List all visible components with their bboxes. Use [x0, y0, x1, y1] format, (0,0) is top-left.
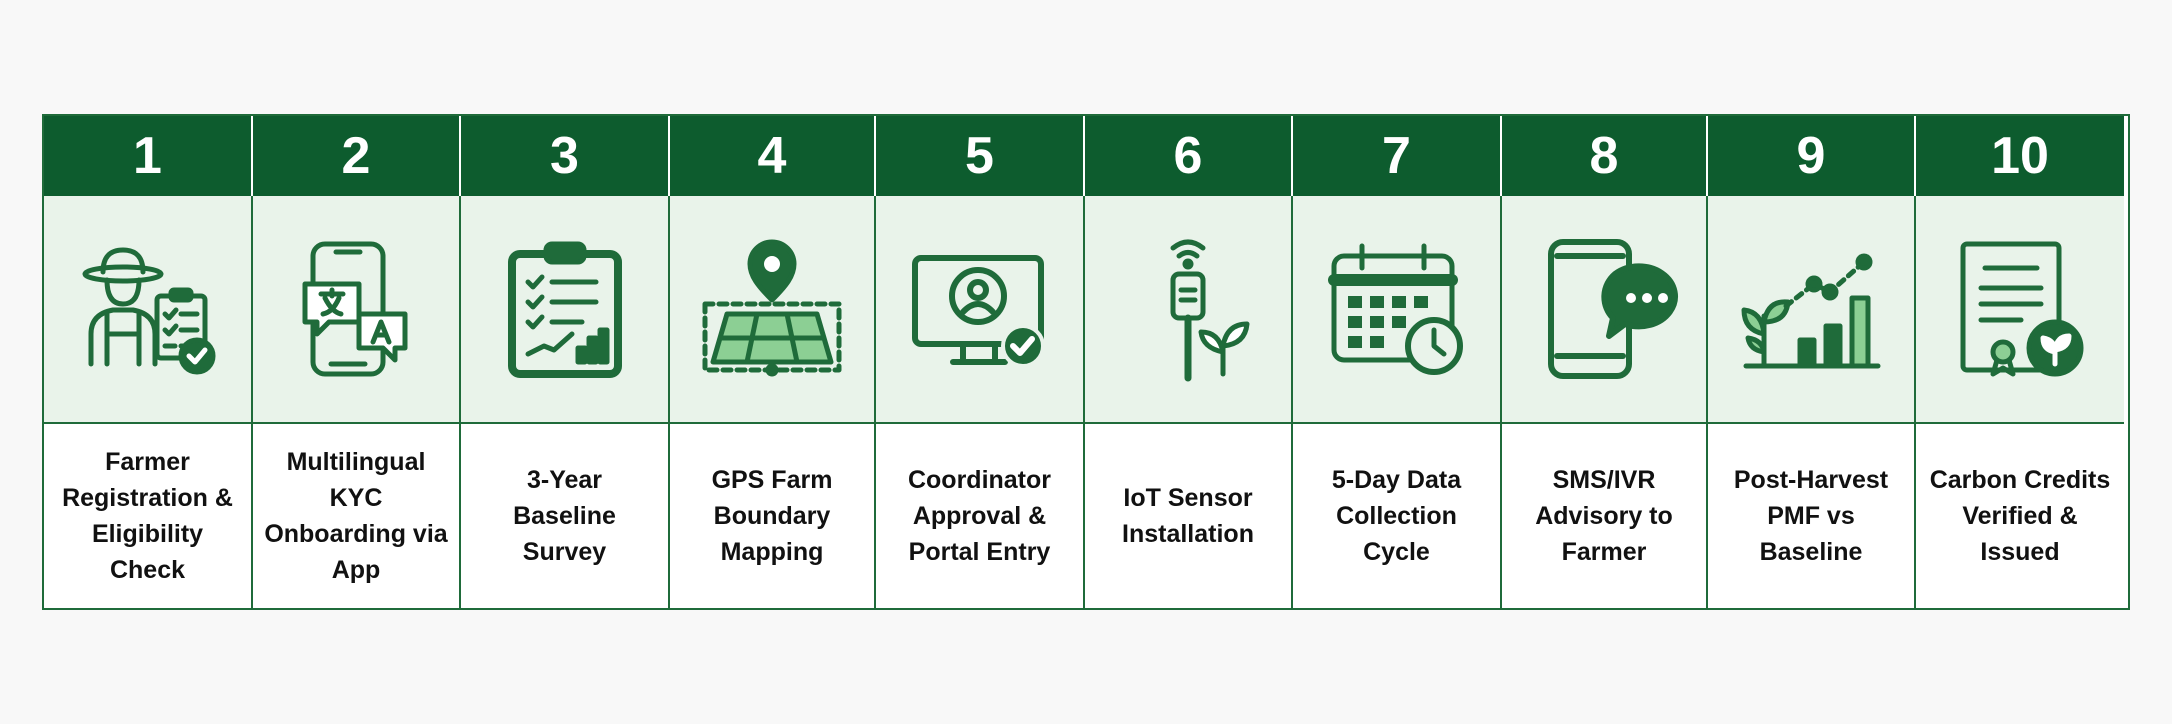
step-label-cell-5: Coordinator Approval & Portal Entry — [876, 424, 1085, 608]
step-number-4: 4 — [670, 116, 876, 196]
step-number-7: 7 — [1293, 116, 1502, 196]
step-label-cell-3: 3-Year Baseline Survey — [461, 424, 670, 608]
step-icon-cell-1 — [44, 196, 253, 424]
step-label-9: Post-Harvest PMF vs Baseline — [1733, 466, 1889, 566]
step-number-5: 5 — [876, 116, 1085, 196]
step-label-cell-1: Farmer Registration & Eligibility Check — [44, 424, 253, 608]
growth-chart-icon — [1741, 253, 1881, 369]
step-label-cell-4: GPS Farm Boundary Mapping — [670, 424, 876, 608]
gps-field-map-icon — [702, 239, 842, 377]
step-icon-cell-3 — [461, 196, 670, 424]
calendar-clock-icon — [1327, 243, 1463, 375]
step-label-10: Carbon Credits Verified & Issued — [1929, 466, 2111, 566]
certificate-badge-icon — [1960, 241, 2084, 377]
step-icon-cell-2 — [253, 196, 461, 424]
step-icon-cell-4 — [670, 196, 876, 424]
step-number-3: 3 — [461, 116, 670, 196]
step-icon-cell-6 — [1085, 196, 1293, 424]
iot-sensor-icon — [1170, 239, 1250, 382]
phone-translation-icon — [302, 241, 408, 377]
step-label-2: Multilingual KYC Onboarding via App — [264, 448, 448, 584]
step-icon-cell-5 — [876, 196, 1085, 424]
step-label-cell-7: 5-Day Data Collection Cycle — [1293, 424, 1502, 608]
step-number-10: 10 — [1916, 116, 2124, 196]
step-label-3: 3-Year Baseline Survey — [513, 466, 616, 566]
step-number-8: 8 — [1502, 116, 1708, 196]
step-icon-cell-7 — [1293, 196, 1502, 424]
step-label-1: Farmer Registration & Eligibility Check — [62, 448, 233, 584]
step-icon-cell-8 — [1502, 196, 1708, 424]
step-label-4: GPS Farm Boundary Mapping — [711, 466, 833, 566]
clipboard-survey-icon — [507, 241, 622, 378]
step-number-6: 6 — [1085, 116, 1293, 196]
step-label-5: Coordinator Approval & Portal Entry — [907, 466, 1052, 566]
step-number-9: 9 — [1708, 116, 1916, 196]
step-label-cell-10: Carbon Credits Verified & Issued — [1916, 424, 2124, 608]
step-label-cell-9: Post-Harvest PMF vs Baseline — [1708, 424, 1916, 608]
monitor-approval-icon — [911, 255, 1045, 368]
step-number-1: 1 — [44, 116, 253, 196]
step-number-2: 2 — [253, 116, 461, 196]
step-label-cell-2: Multilingual KYC Onboarding via App — [253, 424, 461, 608]
step-icon-cell-10 — [1916, 196, 2124, 424]
phone-chat-icon — [1548, 239, 1678, 379]
step-label-7: 5-Day Data Collection Cycle — [1331, 466, 1462, 566]
farmer-checklist-icon — [82, 247, 215, 375]
step-icon-cell-9 — [1708, 196, 1916, 424]
process-board: 1 2 3 4 5 6 7 8 9 10 — [42, 114, 2130, 610]
step-label-6: IoT Sensor Installation — [1122, 484, 1254, 548]
step-label-cell-8: SMS/IVR Advisory to Farmer — [1502, 424, 1708, 608]
step-label-8: SMS/IVR Advisory to Farmer — [1535, 466, 1673, 566]
step-label-cell-6: IoT Sensor Installation — [1085, 424, 1293, 608]
